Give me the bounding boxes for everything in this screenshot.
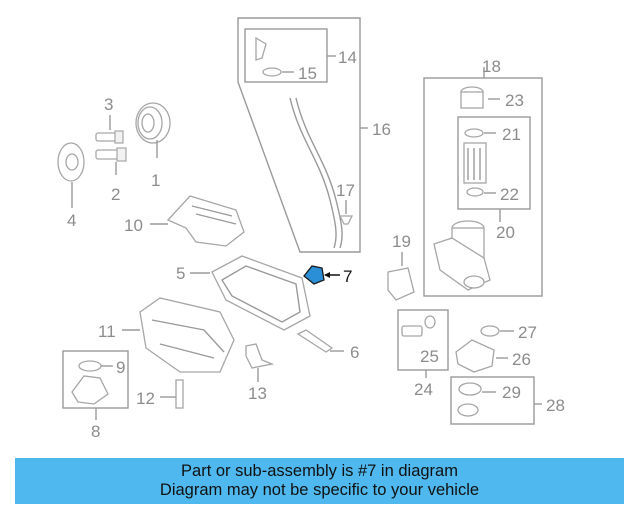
- callout-15: 15: [298, 64, 317, 83]
- info-banner: Part or sub-assembly is #7 in diagram Di…: [15, 458, 624, 504]
- clip-part-17[interactable]: [338, 200, 354, 225]
- banner-line-2: Diagram may not be specific to your vehi…: [159, 481, 480, 499]
- callout-26: 26: [512, 350, 531, 369]
- callout-10: 10: [124, 216, 143, 235]
- dipstick-handle-part-14[interactable]: [255, 36, 336, 61]
- callout-20: 20: [496, 223, 515, 242]
- sensor-part-19[interactable]: [387, 252, 415, 301]
- sender-part-25[interactable]: [401, 315, 436, 337]
- dipstick-tube-part-16[interactable]: [289, 97, 368, 249]
- bolt-part-12[interactable]: [160, 379, 184, 409]
- callout-12: 12: [136, 389, 155, 408]
- group-box-21-22: [457, 116, 531, 210]
- filter-element-part-22[interactable]: [463, 142, 496, 197]
- banner-line-1: Part or sub-assembly is #7 in diagram: [181, 462, 458, 480]
- oil-pan-part-11[interactable]: [122, 297, 235, 373]
- callout-11: 11: [98, 322, 116, 341]
- oil-pan-part-5[interactable]: [190, 255, 311, 331]
- callout-23: 23: [505, 91, 524, 110]
- parts-diagram: 1 2 3 4 5 6 7 8 9 10 11 12 13 14 15 16 1…: [57, 17, 565, 441]
- callout-18: 18: [482, 57, 501, 76]
- callout-14: 14: [338, 48, 357, 67]
- callout-16: 16: [372, 120, 391, 139]
- filter-cap-part-23[interactable]: [460, 86, 500, 109]
- callout-9: 9: [116, 358, 125, 377]
- callout-3: 3: [104, 95, 113, 114]
- callout-29: 29: [502, 383, 521, 402]
- callout-7[interactable]: 7: [343, 267, 352, 286]
- callout-4: 4: [67, 211, 76, 230]
- o-ring-part-15[interactable]: [262, 67, 294, 77]
- o-ring-part-27[interactable]: [480, 325, 514, 337]
- damper-part-4[interactable]: [57, 142, 85, 208]
- callout-24: 24: [414, 380, 433, 399]
- bolt-part-2[interactable]: [95, 147, 127, 175]
- seal-part-29[interactable]: [457, 382, 496, 417]
- callout-5: 5: [176, 264, 185, 283]
- cooler-part-26[interactable]: [455, 339, 508, 373]
- bracket-part-13[interactable]: [245, 343, 275, 382]
- group-box-24: [397, 309, 449, 371]
- callout-27: 27: [518, 323, 537, 342]
- pump-part-8[interactable]: [71, 375, 109, 405]
- o-ring-part-21[interactable]: [464, 128, 496, 138]
- callout-28: 28: [546, 396, 565, 415]
- callout-2: 2: [111, 185, 120, 204]
- callout-17: 17: [336, 181, 355, 200]
- bolt-part-3[interactable]: [95, 115, 124, 144]
- baffle-part-10[interactable]: [150, 195, 245, 247]
- callout-21: 21: [502, 125, 521, 144]
- filter-housing-part-20[interactable]: [433, 220, 491, 291]
- callout-22: 22: [500, 185, 519, 204]
- callout-13: 13: [248, 384, 267, 403]
- pulley-part-1[interactable]: [135, 102, 171, 158]
- group-box-18: [423, 77, 543, 297]
- callout-25: 25: [420, 347, 439, 366]
- group-box-28: [450, 376, 535, 425]
- callout-6: 6: [350, 343, 359, 362]
- callout-8: 8: [91, 422, 100, 441]
- group-box-16: [237, 17, 361, 253]
- callout-1: 1: [151, 171, 160, 190]
- sensor-part-9[interactable]: [78, 360, 113, 372]
- gasket-part-6[interactable]: [296, 329, 344, 353]
- callout-19: 19: [392, 232, 411, 251]
- drain-plug-part-7[interactable]: [303, 265, 340, 285]
